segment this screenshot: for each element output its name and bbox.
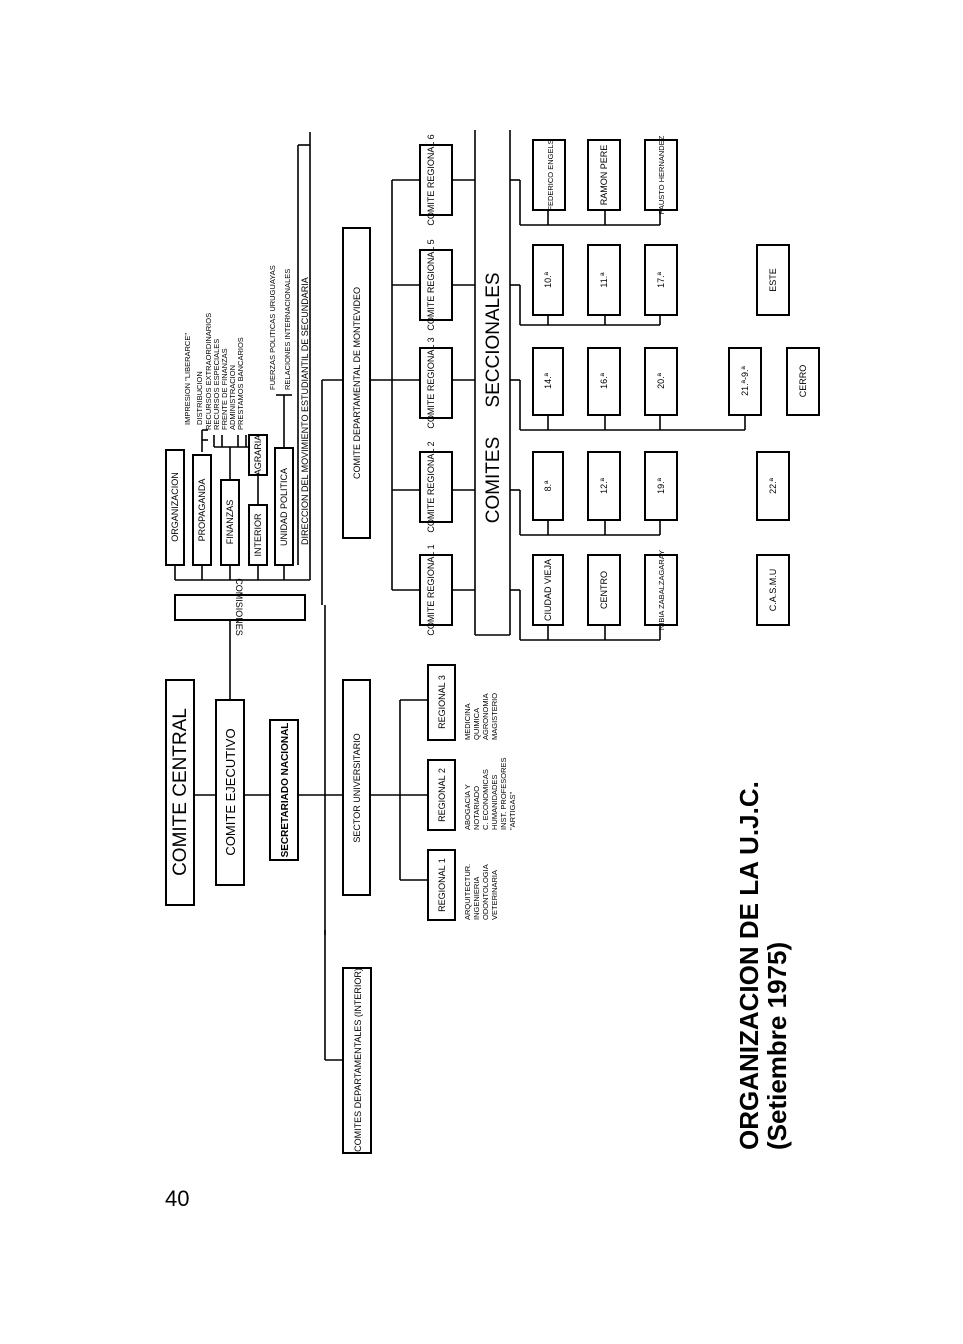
secretariado-label: SECRETARIADO NACIONAL (280, 723, 291, 858)
comision-organizacion: ORGANIZACION (170, 472, 180, 542)
univ-r2-item-0: ABOGACIA Y (463, 784, 472, 830)
regional-5-label: COMITE REGIONAL 5 (426, 239, 436, 330)
finanzas-sub-4: PRESTAMOS BANCARIOS (236, 337, 245, 430)
univ-regional-2: REGIONAL 2 (437, 768, 447, 822)
secc-federico-engels: FEDERICO ENGELS (546, 139, 555, 210)
secc-22: 22.ª (768, 477, 778, 494)
secc-cerro: CERRO (798, 365, 808, 398)
comision-propaganda: PROPAGANDA (197, 479, 207, 542)
univ-r1-item-2: ODONTOLOGIA (481, 864, 490, 920)
finanzas-sub-2: FRENTE DE FINANZAS (220, 348, 229, 430)
secc-este: ESTE (768, 268, 778, 292)
regional-2-label: COMITE REGIONAL 2 (426, 441, 436, 532)
finanzas-sub-3: ADMINISTRACION (228, 365, 237, 430)
univ-r1-item-0: ARQUITECTUR. (463, 864, 472, 920)
secc-10: 10.ª (543, 271, 553, 288)
boxes (165, 139, 820, 1154)
univ-r1-item-3: VETERINARIA (490, 870, 499, 920)
univ-r3-item-2: AGRONOMIA (481, 693, 490, 740)
comision-finanzas: FINANZAS (225, 500, 235, 545)
unidad-sub-0: FUERZAS POLITICAS URUGUAYAS (268, 265, 277, 390)
unidad-sub-1: RELACIONES INTERNACIONALES (283, 269, 292, 390)
univ-regional-1: REGIONAL 1 (437, 858, 447, 912)
montevideo-label: COMITE DEPARTAMENTAL DE MONTEVIDEO (352, 287, 362, 479)
secc-19: 19.ª (656, 477, 666, 494)
regional-3-label: COMITE REGIONAL 3 (426, 337, 436, 428)
univ-r2-item-4: INST. PROFESORES (499, 757, 508, 830)
secc-12: 12.ª (599, 477, 609, 494)
secc-ramon-pere: RAMON PERE (599, 145, 609, 206)
finanzas-sub-1: RECURSOS ESPECIALES (212, 339, 221, 430)
comision-unidad-politica: UNIDAD POLITICA (279, 468, 289, 546)
comision-direccion: DIRECCION DEL MOVIMIENTO ESTUDIANTIL DE … (300, 277, 310, 545)
caption-line-2: (Setiembre 1975) (762, 941, 792, 1150)
regional-1-label: COMITE REGIONAL 1 (426, 544, 436, 635)
propaganda-sub-0: IMPRESION "LIBERARCE" (183, 333, 192, 425)
secc-nibia: NIBIA ZABALZAGARAY (657, 550, 666, 630)
secc-fausto-hernandez: FAUSTO HERNANDEZ (657, 135, 666, 214)
universitario-label: SECTOR UNIVERSITARIO (352, 733, 362, 842)
univ-regional-3: REGIONAL 3 (437, 675, 447, 729)
finanzas-sub-0: RECURSOS EXTRAORDINARIOS (204, 313, 213, 430)
univ-r3-item-3: MAGISTERIO (490, 693, 499, 740)
comision-agraria: AGRARIA (253, 435, 263, 476)
univ-r3-item-0: MEDICINA (463, 703, 472, 740)
secc-21-9: 21.ª-9.ª (740, 365, 750, 395)
comisiones-label: COMISIONES (234, 578, 244, 636)
comite-central-label: COMITE CENTRAL (170, 708, 191, 876)
secc-20: 20.ª (656, 372, 666, 389)
seccionales-label: SECCIONALES (483, 272, 504, 407)
secc-16: 16.ª (599, 372, 609, 389)
interior-label: COMITES DEPARTAMENTALES (INTERIOR) (353, 968, 363, 1152)
secc-8: 8.ª (543, 480, 553, 492)
univ-r1-item-1: INGENIERIA (472, 877, 481, 920)
univ-r3-item-1: QUIMICA (472, 708, 481, 740)
secc-17: 17.ª (656, 271, 666, 288)
secc-casmu: C.A.S.M.U (768, 569, 778, 612)
comision-interior: INTERIOR (253, 513, 263, 557)
secc-centro: CENTRO (599, 571, 609, 609)
propaganda-sub-1: DISTRIBUCION (195, 371, 204, 425)
univ-r2-item-5: "ARTIGAS" (508, 792, 517, 830)
caption-line-1: ORGANIZACION DE LA U.J.C. (734, 781, 764, 1150)
comites-label: COMITES (483, 437, 504, 524)
labels: COMITE CENTRAL COMITE EJECUTIVO SECRETAR… (170, 134, 808, 1152)
page-number: 40 (165, 1186, 190, 1211)
univ-r2-item-1: NOTARIADO (472, 786, 481, 830)
connectors (174, 130, 746, 1061)
univ-r2-item-2: C. ECONOMICAS (481, 769, 490, 830)
secc-11: 11.ª (599, 272, 609, 288)
comite-ejecutivo-label: COMITE EJECUTIVO (223, 728, 238, 855)
diagram-caption: ORGANIZACION DE LA U.J.C. (Setiembre 197… (734, 781, 792, 1150)
regional-6-label: COMITE REGIONAL 6 (426, 134, 436, 225)
univ-r2-item-3: HUMANIDADES (490, 775, 499, 830)
secc-14: 14.ª (543, 372, 553, 389)
secc-ciudad-vieja: CIUDAD VIEJA (543, 559, 553, 621)
